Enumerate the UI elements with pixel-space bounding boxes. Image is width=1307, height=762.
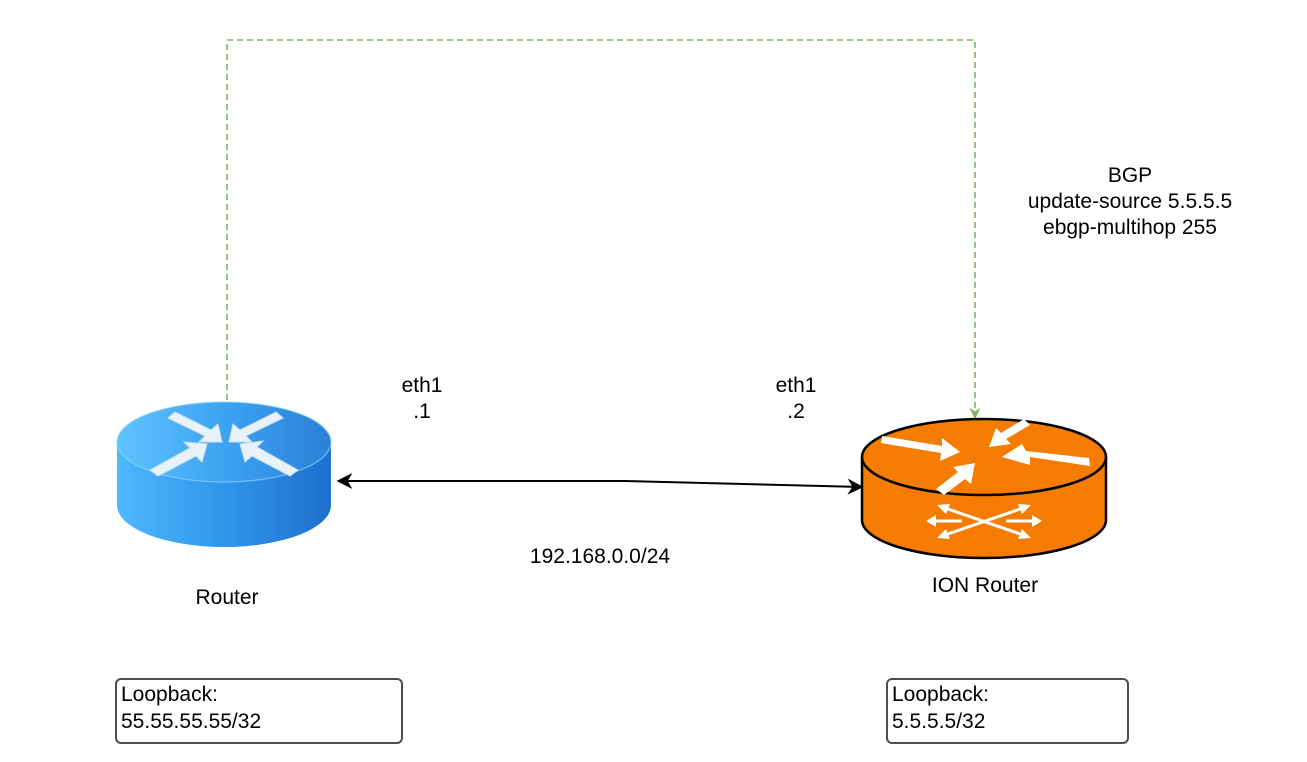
- right-loopback-box: Loopback: 5.5.5.5/32: [886, 678, 1129, 744]
- bgp-update-source: update-source 5.5.5.5: [1027, 190, 1233, 213]
- right-loopback-title: Loopback:: [892, 683, 989, 706]
- right-interface-name: eth1: [775, 374, 817, 397]
- router-right-icon: [860, 417, 1108, 560]
- left-loopback-address: 55.55.55.55/32: [121, 710, 262, 733]
- bgp-session-link: [226, 39, 981, 420]
- left-interface-name: eth1: [401, 374, 443, 397]
- right-router-label: ION Router: [931, 574, 1039, 597]
- right-interface-label: eth1 .2: [756, 373, 836, 425]
- left-interface-address: .1: [413, 400, 431, 423]
- right-interface-address: .2: [787, 400, 805, 423]
- right-loopback-address: 5.5.5.5/32: [892, 710, 986, 733]
- subnet-label: 192.168.0.0/24: [529, 545, 671, 568]
- bgp-ebgp-multihop: ebgp-multihop 255: [1043, 216, 1217, 239]
- left-loopback-title: Loopback:: [121, 683, 218, 706]
- left-loopback-box: Loopback: 55.55.55.55/32: [115, 678, 403, 744]
- bgp-annotation: BGP update-source 5.5.5.5 ebgp-multihop …: [1010, 163, 1250, 241]
- bgp-title: BGP: [1107, 164, 1153, 187]
- left-interface-label: eth1 .1: [382, 373, 462, 425]
- physical-link: [336, 473, 864, 495]
- router-left-icon: [116, 401, 332, 547]
- left-router-label: Router: [195, 586, 259, 609]
